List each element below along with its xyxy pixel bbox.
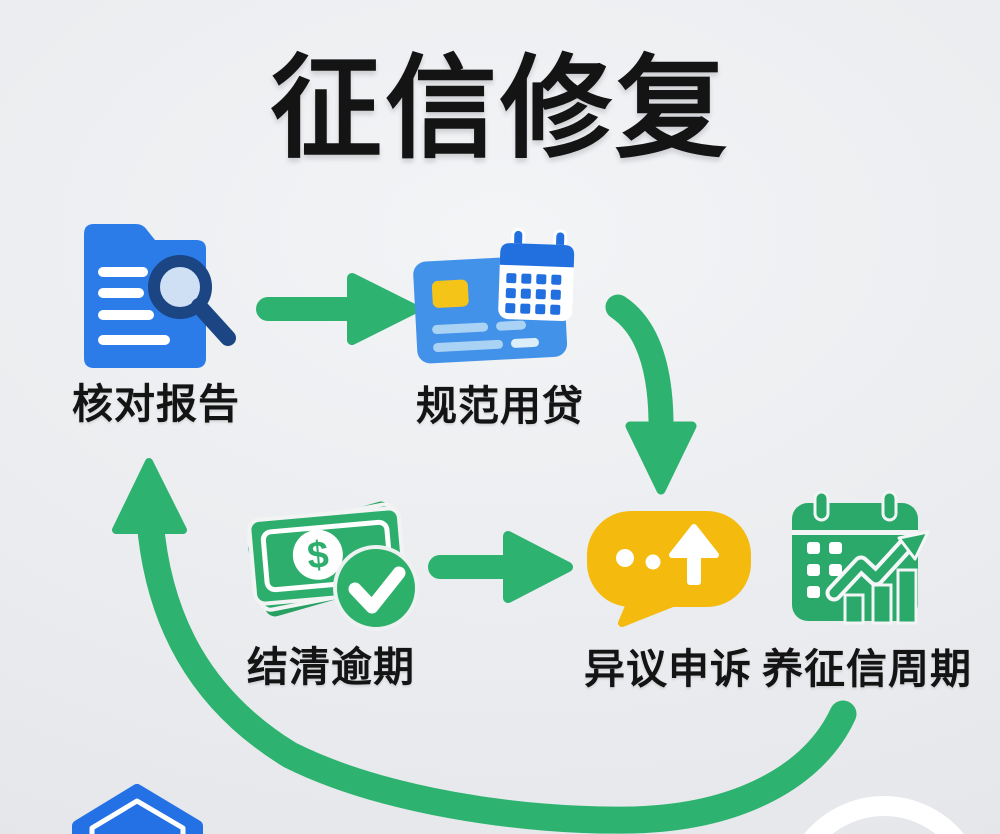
card-chip-icon — [431, 279, 469, 308]
step-label-check-report: 核对报告 — [72, 381, 240, 427]
bubble-dot-icon — [645, 554, 661, 570]
chat-appeal-icon — [587, 511, 751, 627]
up-arrow-icon — [669, 524, 719, 585]
card-calendar-icon — [413, 227, 575, 364]
bar-chart-icon — [843, 568, 918, 625]
loop-arrow — [112, 458, 857, 834]
step-label-settle-overdue: 结清逾期 — [247, 644, 415, 690]
checkmark-circle-icon — [333, 545, 419, 631]
shield-icon — [72, 784, 203, 834]
arrow-step2-down — [605, 294, 697, 495]
calendar-overlay-icon — [498, 227, 575, 321]
calendar-growth-icon — [792, 490, 930, 625]
step-label-dispute-appeal: 异议申诉 — [584, 646, 752, 692]
ring-decoration — [804, 796, 964, 834]
trend-arrow-icon — [825, 530, 930, 602]
bubble-dot-icon — [616, 549, 634, 567]
page-title: 征信修复 — [270, 46, 730, 171]
report-search-icon — [84, 224, 236, 368]
arrow-step3-step4 — [428, 531, 573, 603]
step-label-credit-cycle: 养征信周期 — [762, 646, 972, 692]
dollar-sign-icon: $ — [306, 534, 331, 578]
arrow-step1-step2 — [256, 273, 419, 345]
step-label-regulate-loans: 规范用贷 — [416, 383, 584, 429]
speech-bubble-icon — [587, 511, 751, 627]
money-check-icon: $ — [246, 501, 419, 631]
magnifier-icon — [148, 255, 236, 346]
